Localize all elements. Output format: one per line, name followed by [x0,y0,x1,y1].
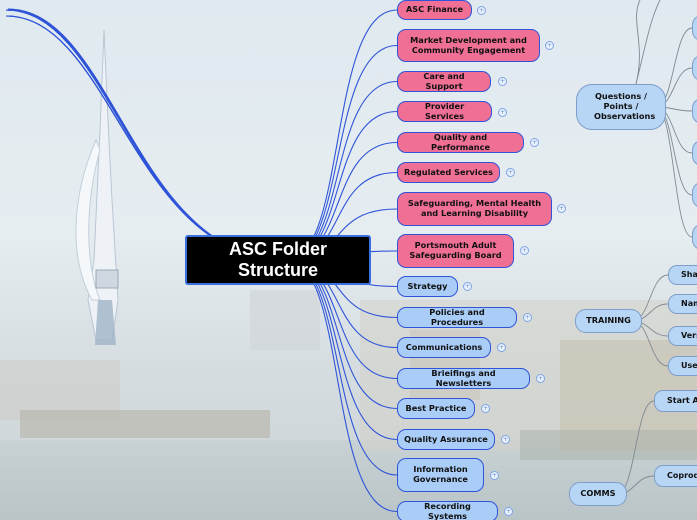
expand-badge-icon[interactable]: + [506,168,515,177]
connector-line [286,80,398,261]
connector-line [286,259,398,513]
branch-portsmouth-safeguarding-board[interactable]: Portsmouth Adult Safeguarding Board [397,234,514,268]
connector-line [635,0,641,85]
expand-badge-icon[interactable]: + [501,435,510,444]
connector-line [655,106,693,238]
shoreline [20,410,270,438]
branch-best-practice[interactable]: Best Practice [397,398,475,419]
connector-line [7,9,288,261]
expand-badge-icon[interactable]: + [557,204,566,213]
connector-line [5,9,288,261]
branch-label: Communications [405,341,483,352]
topic-label: COMMS [580,488,616,499]
expand-badge-icon[interactable]: + [497,343,506,352]
branch-label: Recording Systems [424,500,471,520]
central-topic[interactable]: ASC Folder Structure [185,235,371,285]
connector-line [8,9,288,261]
comms-child[interactable]: Coprodu [654,465,697,487]
training-child[interactable]: Vers [668,326,697,346]
topic-label: Questions / Points / Observations [594,91,656,121]
branch-recording-systems[interactable]: Recording Systems [397,501,498,520]
expand-badge-icon[interactable]: + [545,41,554,50]
branch-communications[interactable]: Communications [397,337,491,358]
greenery [520,430,697,460]
branch-label: Quality and Performance [430,131,491,152]
branch-briefings-and-newsletters[interactable]: Brieifings and Newsletters [397,368,530,389]
connector-line [5,15,288,261]
expand-badge-icon[interactable]: + [477,6,486,15]
comms-child[interactable]: Start AS [654,390,697,412]
connector-line [5,15,288,261]
branch-label: Care and Support [423,70,465,91]
connector-line [616,400,655,495]
connector-line [5,15,288,261]
expand-badge-icon[interactable]: + [523,313,532,322]
connector-line [5,15,288,261]
connector-line [5,9,288,261]
connector-line [286,259,398,441]
expand-badge-icon[interactable]: + [463,282,472,291]
training-child[interactable]: Shar [668,265,697,285]
branch-label: Quality Assurance [404,433,488,444]
expand-badge-icon[interactable]: + [520,246,529,255]
branch-label: Portsmouth Adult Safeguarding Board [409,240,502,260]
expand-badge-icon[interactable]: + [498,108,507,117]
training-child[interactable]: Use [668,356,697,376]
expand-badge-icon[interactable]: + [536,374,545,383]
expand-badge-icon[interactable]: + [504,507,513,516]
branch-label: Best Practice [405,402,467,413]
connector-line [7,9,288,261]
connector-line [635,0,661,85]
topic-comms[interactable]: COMMS [569,482,627,506]
expand-badge-icon[interactable]: + [481,404,490,413]
connector-line [5,9,288,261]
branch-label: ASC Finance [405,4,464,15]
connector-line [5,9,288,261]
branch-label: Brieifings and Newsletters [431,367,496,388]
branch-label: Safeguarding, Mental Health and Learning… [407,198,542,218]
expand-badge-icon[interactable]: + [490,471,499,480]
branch-label: Market Development and Community Engagem… [410,34,527,55]
central-topic-label: ASC Folder Structure [228,239,327,280]
expand-badge-icon[interactable]: + [530,138,539,147]
topic-training[interactable]: TRAINING [575,309,642,333]
branch-label: Strategy [407,280,448,291]
connector-line [7,8,288,261]
connector-line [5,9,288,261]
branch-market-development[interactable]: Market Development and Community Engagem… [397,29,540,62]
building-block [250,290,320,350]
expand-badge-icon[interactable]: + [498,77,507,86]
connector-line [5,9,288,261]
connector-line [286,44,398,261]
branch-strategy[interactable]: Strategy [397,276,458,297]
branch-policies-and-procedures[interactable]: Policies and Procedures [397,307,517,328]
branch-asc-finance[interactable]: ASC Finance [397,0,472,20]
branch-safeguarding[interactable]: Safeguarding, Mental Health and Learning… [397,192,552,226]
topic-label: TRAINING [586,315,631,326]
branch-quality-and-performance[interactable]: Quality and Performance [397,132,524,153]
branch-label: Regulated Services [404,166,493,177]
connector-line [5,9,288,261]
branch-information-governance[interactable]: Information Governance [397,458,484,492]
branch-provider-services[interactable]: Provider Services [397,101,492,122]
branch-label: Information Governance [413,464,468,484]
branch-label: Policies and Procedures [429,306,485,327]
spinnaker-tower [75,29,119,345]
branch-regulated-services[interactable]: Regulated Services [397,162,500,183]
training-child[interactable]: Nam [668,294,697,314]
branch-quality-assurance[interactable]: Quality Assurance [397,429,495,450]
branch-label: Provider Services [424,100,465,121]
connector-line [5,9,288,261]
branch-care-and-support[interactable]: Care and Support [397,71,491,92]
topic-questions[interactable]: Questions / Points / Observations [576,84,666,130]
